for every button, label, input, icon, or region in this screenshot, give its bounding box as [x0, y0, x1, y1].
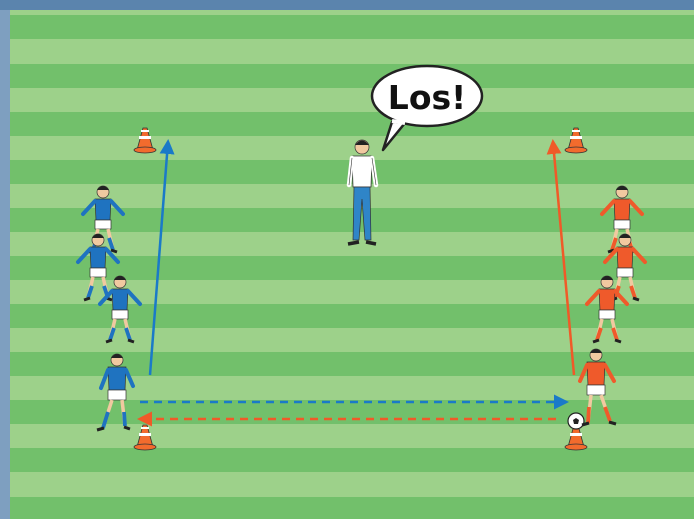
grass-stripe [10, 448, 694, 472]
cone-icon [133, 127, 157, 154]
speech-text: Los! [388, 78, 466, 117]
grass-stripe [10, 15, 694, 39]
grass-stripe [10, 208, 694, 232]
soccer-ball-icon [567, 412, 585, 430]
cone-icon [564, 127, 588, 154]
blue-run-arrow [148, 139, 175, 376]
grass-stripe [10, 497, 694, 519]
grass-stripe [10, 112, 694, 136]
player-icon [96, 353, 135, 432]
orange-run-arrow [546, 139, 576, 376]
frame-top-band [0, 0, 694, 10]
player-icon [585, 275, 629, 344]
coach-icon [346, 139, 379, 246]
grass-stripe [10, 256, 694, 280]
player-icon [578, 348, 617, 427]
cone-icon [133, 424, 157, 451]
speech-bubble: Los! [370, 64, 484, 152]
player-icon [98, 275, 142, 344]
grass-stripe [10, 64, 694, 88]
player-icon [76, 233, 120, 302]
grass-stripes [10, 10, 694, 519]
